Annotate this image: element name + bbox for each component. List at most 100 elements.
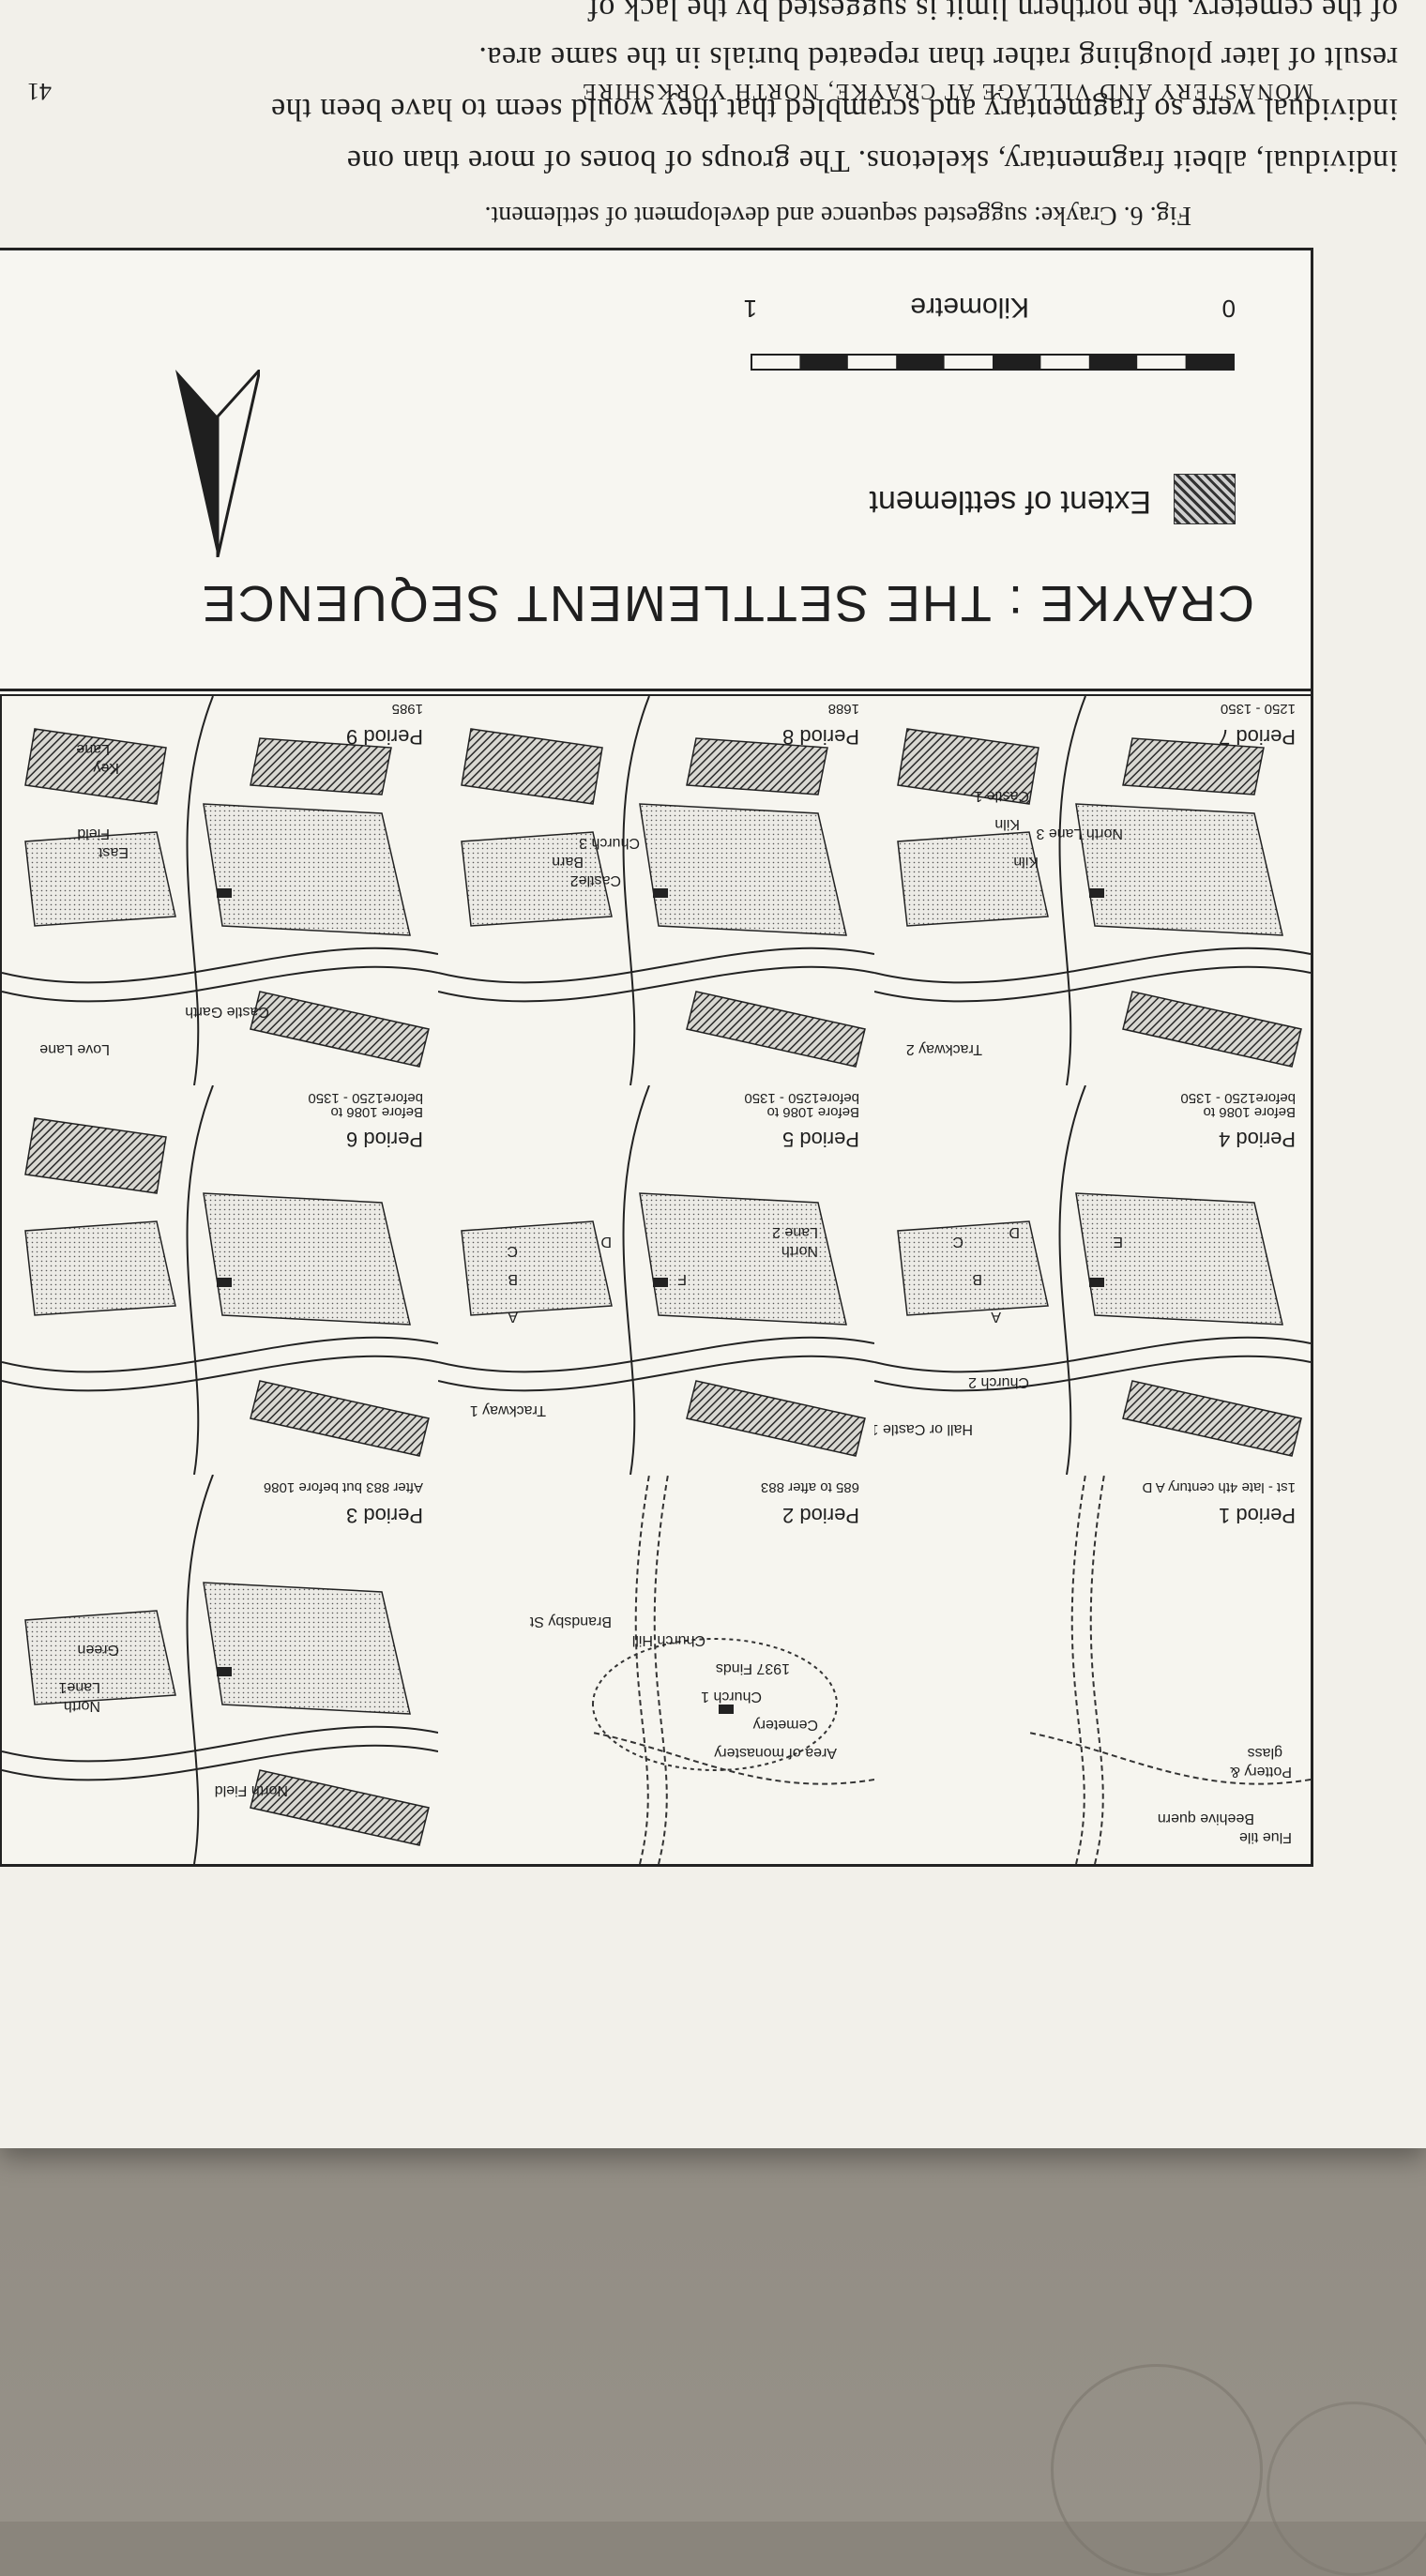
map-label: B	[972, 1271, 982, 1287]
period-dates-line: before1250 - 1350	[308, 1090, 423, 1106]
body-text-line: individual, albeit fragmentary, skeleton…	[346, 144, 1398, 178]
map-label: Love Lane	[39, 1041, 110, 1057]
panel-map	[874, 696, 1311, 1085]
map-label: Barn	[552, 854, 584, 870]
period-label: Period 8	[782, 725, 859, 749]
map-label: Pottery &	[1230, 1764, 1292, 1780]
map-label: Trackway 2	[905, 1041, 982, 1057]
body-text-line: individual were so fragmentary and scram…	[270, 92, 1398, 127]
map-label: Church Hill	[631, 1632, 705, 1648]
map-label: Key	[93, 760, 119, 776]
map-label: Church 3	[579, 835, 640, 851]
map-label: East	[98, 844, 129, 860]
map-label: F	[677, 1271, 687, 1287]
map-label: Lane 2	[772, 1224, 818, 1240]
period-dates: 1st - late 4th century A D	[1143, 1479, 1296, 1495]
panel-map	[438, 696, 874, 1085]
map-label: Hall or Castle 1	[872, 1421, 973, 1437]
period-dates-line: 1688	[827, 701, 859, 717]
rotated-page-content: MONASTERY AND VILLAGE AT CRAYKE, NORTH Y…	[0, 0, 1398, 1867]
period-panel-2: Area of monastery Cemetery Church 1 1937 Fi…	[436, 1473, 874, 1864]
period-panel-8: Castle2 Barn Church 3 Period 8 1688	[436, 694, 874, 1085]
period-dates: After 883 but before 1086	[263, 1479, 423, 1495]
map-label: Kiln	[1013, 854, 1039, 870]
period-dates: 685 to after 883	[760, 1479, 859, 1495]
map-label: E	[1113, 1234, 1123, 1250]
map-label: North Field	[214, 1782, 288, 1798]
map-label: B	[508, 1271, 518, 1287]
north-arrow-icon	[175, 370, 260, 557]
period-dates: 1985	[391, 701, 423, 717]
map-label: Area of monastery	[714, 1745, 837, 1761]
period-dates-line: Before 1086 to	[330, 1104, 423, 1120]
legend-area: CRAYKE : THE SETTLEMENT SEQUENCE Extent …	[0, 248, 1311, 691]
panel-map	[2, 1085, 438, 1475]
body-text-line: result of later ploughing rather than re…	[478, 40, 1398, 75]
period-dates-line: 1250 - 1350	[1220, 701, 1296, 717]
panel-map	[1028, 1475, 1311, 1864]
period-dates-line: After 883 but before 1086	[263, 1479, 423, 1495]
map-label: North Lane 3	[1036, 826, 1123, 841]
figure-title: CRAYKE : THE SETTLEMENT SEQUENCE	[200, 575, 1254, 631]
desk-ring-mark	[1267, 2402, 1426, 2576]
map-label: Castle2	[569, 872, 621, 888]
map-label: C	[507, 1243, 518, 1259]
map-label: C	[952, 1234, 963, 1250]
map-label: Lane1	[58, 1679, 101, 1695]
panel-map	[438, 1085, 874, 1475]
map-label: Beehive quern	[1157, 1811, 1254, 1826]
map-label: North	[63, 1698, 100, 1714]
map-label: D	[1009, 1224, 1020, 1240]
map-label: Cemetery	[752, 1717, 818, 1733]
scale-unit-label: Kilometre	[910, 292, 1029, 323]
period-label: Period 3	[346, 1504, 423, 1527]
map-label: Trackway 1	[469, 1402, 546, 1418]
period-dates-line: Before 1086 to	[766, 1104, 859, 1120]
period-dates-line: before1250 - 1350	[1180, 1090, 1296, 1106]
legend-label: Extent of settlement	[869, 484, 1152, 520]
panel-map	[874, 1085, 1311, 1475]
period-label: Period 4	[1219, 1128, 1296, 1151]
period-panel-4: Hall or Castle 1 Church 2 A B C D E Period 4 Bef…	[872, 1083, 1311, 1475]
map-label: North	[781, 1243, 818, 1259]
desk-ring-mark	[1051, 2364, 1263, 2576]
period-dates-line: 1985	[391, 701, 423, 717]
map-label: 1937 Finds	[715, 1660, 790, 1676]
map-label: D	[600, 1234, 612, 1250]
map-label: Lane	[76, 741, 110, 757]
panel-map	[2, 696, 438, 1085]
period-panel-3: North Field North Lane1 Green Period 3 After …	[0, 1473, 438, 1864]
figure-caption: Fig. 6. Crayke: suggested sequence and d…	[484, 201, 1191, 230]
map-label: Kiln	[994, 816, 1020, 832]
map-label: A	[508, 1309, 518, 1325]
map-label: Brandsby St	[529, 1614, 612, 1629]
period-dates: 1250 - 1350	[1220, 701, 1296, 717]
period-label: Period 7	[1219, 725, 1296, 749]
map-label: A	[991, 1309, 1001, 1325]
period-label: Period 5	[782, 1128, 859, 1151]
panel-map	[2, 1475, 438, 1864]
map-label: Green	[77, 1642, 119, 1658]
period-panel-9: Love Lane Castle Garth East Field Key Lane Per…	[0, 694, 438, 1085]
period-dates-line: before1250 - 1350	[744, 1090, 859, 1106]
book-page: MONASTERY AND VILLAGE AT CRAYKE, NORTH Y…	[0, 0, 1426, 2148]
map-label: glass	[1247, 1745, 1282, 1761]
period-dates-line: Before 1086 to	[1203, 1104, 1296, 1120]
period-label: Period 9	[346, 725, 423, 749]
period-dates-line: 685 to after 883	[760, 1479, 859, 1495]
body-text-line: of the cemetery, the northern limit is s…	[587, 0, 1398, 26]
map-label: Church 1	[701, 1689, 762, 1705]
map-label: Castle Garth	[185, 1004, 269, 1020]
legend-swatch	[1174, 474, 1236, 524]
map-label: Field	[77, 826, 110, 841]
period-dates: 1688	[827, 701, 859, 717]
map-label: Church 2	[968, 1374, 1029, 1390]
period-label: Period 1	[1219, 1504, 1296, 1527]
